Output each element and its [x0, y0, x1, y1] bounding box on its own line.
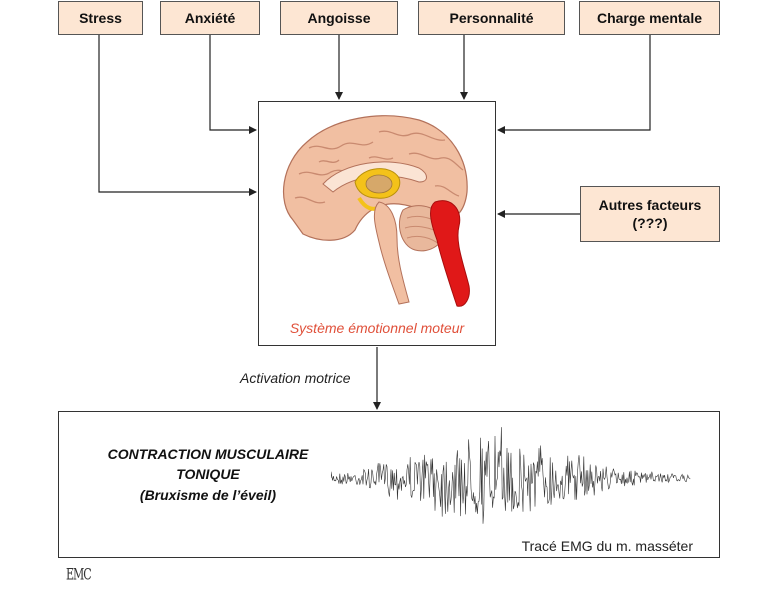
factor-anxiete-label: Anxiété: [184, 10, 236, 26]
emotional-motor-system-box: Système émotionnel moteur: [258, 101, 496, 346]
emg-trace: [331, 427, 691, 524]
emotional-motor-system-caption: Système émotionnel moteur: [289, 320, 465, 336]
emg-waveform: [331, 427, 691, 524]
factor-autres-label-line1: Autres facteurs: [598, 197, 702, 213]
contraction-title-line1: CONTRACTION MUSCULAIRE: [107, 446, 309, 462]
factor-charge-mentale-label: Charge mentale: [596, 10, 703, 26]
contraction-title-line3: (Bruxisme de l’éveil): [139, 487, 277, 503]
brainstem: [373, 201, 410, 305]
factor-angoisse: Angoisse: [280, 1, 398, 35]
contraction-title-line2: TONIQUE: [176, 466, 240, 482]
charge-mentale-arrow: [497, 35, 651, 134]
factor-angoisse-label: Angoisse: [307, 10, 371, 26]
factor-anxiete: Anxiété: [160, 1, 260, 35]
stress-arrow: [98, 35, 257, 196]
factor-stress-label: Stress: [79, 10, 122, 26]
factor-autres-label-line2: (???): [632, 215, 668, 231]
emg-trace-caption: Tracé EMG du m. masséter: [521, 538, 693, 554]
factor-personnalite: Personnalité: [418, 1, 565, 35]
factor-personnalite-label: Personnalité: [449, 10, 534, 26]
emc-logo: EMC: [66, 565, 92, 584]
factor-charge-mentale: Charge mentale: [579, 1, 720, 35]
thalamus: [365, 174, 393, 194]
brain-illustration: [282, 115, 470, 307]
anxiete-arrow: [209, 35, 257, 134]
factor-stress: Stress: [58, 1, 143, 35]
brainstem-motor-tract: [430, 200, 470, 307]
activation-motrice-label: Activation motrice: [240, 370, 351, 386]
muscle-contraction-box: CONTRACTION MUSCULAIRE TONIQUE (Bruxisme…: [58, 411, 720, 558]
factor-autres-facteurs: Autres facteurs (???): [580, 186, 720, 242]
